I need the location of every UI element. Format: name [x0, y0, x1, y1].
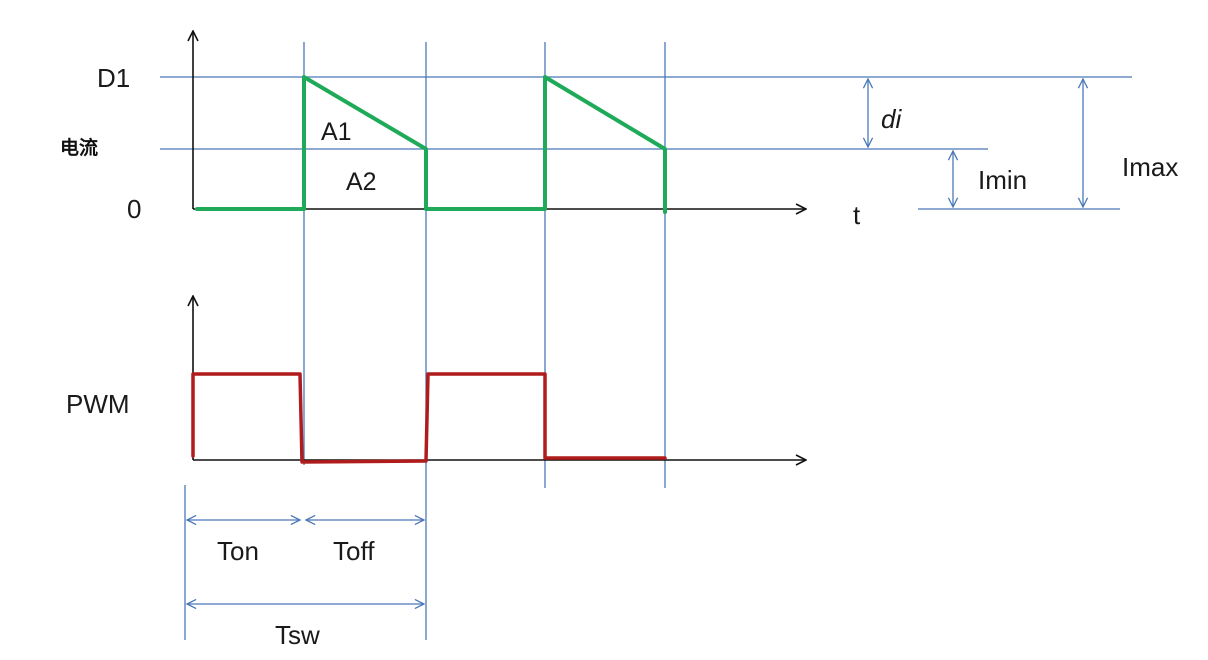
toff-label: Toff [333, 536, 375, 566]
imin-label: Imin [978, 165, 1027, 195]
ton-label: Ton [217, 536, 259, 566]
pwm-waveform [191, 372, 667, 464]
current-axis-label: 电流 [60, 136, 98, 159]
current-waveform [195, 75, 667, 214]
area-a2-label: A2 [346, 168, 377, 196]
axes [193, 31, 806, 460]
imax-label: Imax [1122, 152, 1178, 182]
d1-label: D1 [97, 63, 130, 93]
dimension-arrows [187, 79, 1083, 604]
di-label: di [881, 104, 902, 134]
zero-label: 0 [127, 194, 141, 224]
labels: D1 电流 0 t A1 A2 di Imin Imax PWM Ton Tof… [60, 63, 1178, 650]
pwm-label: PWM [66, 389, 130, 419]
tsw-label: Tsw [275, 620, 320, 650]
time-axis-label: t [853, 200, 861, 230]
area-a1-label: A1 [321, 118, 352, 146]
